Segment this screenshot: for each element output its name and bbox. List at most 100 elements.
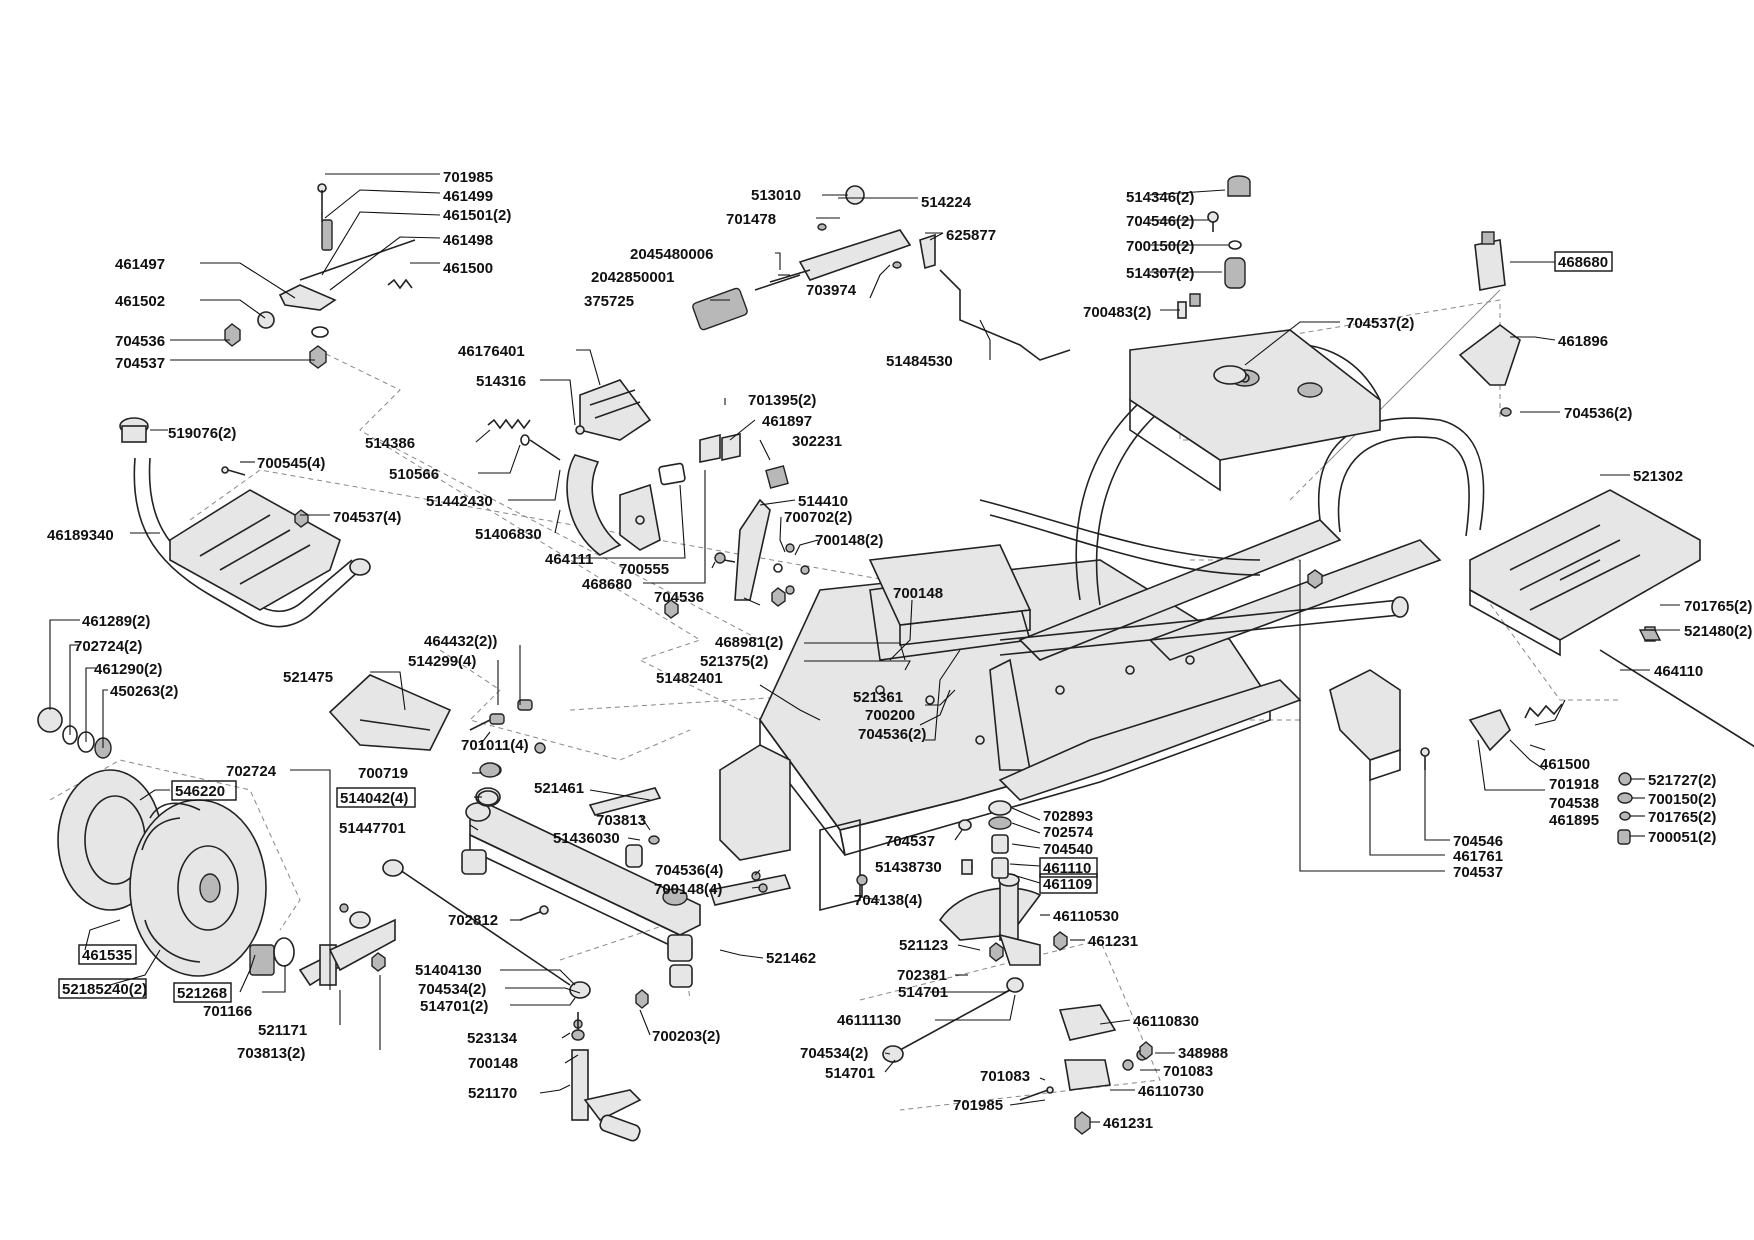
part-label: 461109: [1043, 876, 1092, 893]
part-label: 702574: [1043, 824, 1094, 841]
part-label: 704538: [1549, 795, 1599, 812]
part-label: 701765(2): [1684, 598, 1752, 615]
part-label: 521302: [1633, 468, 1683, 485]
part-label: 700148: [893, 585, 943, 602]
part-label: 461497: [115, 256, 165, 273]
part-label: 464110: [1654, 663, 1703, 680]
part-label: 701478: [726, 211, 776, 228]
part-label: 464432(2)): [424, 633, 497, 650]
part-label: 701985: [443, 169, 493, 186]
part-label: 46189340: [47, 527, 114, 544]
part-label: 700203(2): [652, 1028, 720, 1045]
part-label: 700719: [358, 765, 408, 782]
part-label: 521170: [468, 1085, 517, 1102]
part-label: 700148: [468, 1055, 518, 1072]
part-label: 514346(2): [1126, 189, 1194, 206]
part-label: 700483(2): [1083, 304, 1151, 321]
part-label: 700702(2): [784, 509, 852, 526]
highlight-boxes: [58, 251, 1613, 1003]
part-label: 52185240(2): [62, 981, 147, 998]
part-label: 704537: [1453, 864, 1503, 881]
part-label: 701011(4): [461, 737, 529, 754]
part-label: 701083: [980, 1068, 1030, 1085]
part-label: 348988: [1178, 1045, 1228, 1062]
pedal-arm-51406830: [566, 454, 661, 556]
part-label: 510566: [389, 466, 439, 483]
part-label: 461500: [1540, 756, 1590, 773]
part-label: 461498: [443, 232, 493, 249]
part-label: 46110530: [1053, 908, 1119, 925]
part-label: 514316: [476, 373, 526, 390]
part-label: 701395(2): [748, 392, 816, 409]
part-label: 468680: [582, 576, 632, 593]
part-label: 521462: [766, 950, 816, 967]
part-label: 704546: [1453, 833, 1503, 850]
part-label: 461110: [1043, 860, 1091, 877]
pedal-46176401: [575, 379, 652, 441]
part-label: 702812: [448, 912, 498, 929]
part-label: 461502: [115, 293, 165, 310]
part-label: 302231: [792, 433, 842, 450]
spindle-521170: [571, 1029, 642, 1142]
part-label: 704534(2): [418, 981, 486, 998]
part-label: 703813: [596, 812, 646, 829]
part-label: 521171: [258, 1022, 307, 1039]
front-wheel-assembly: [37, 707, 295, 977]
part-label: 704138(4): [854, 892, 922, 909]
part-label: 703813(2): [237, 1045, 305, 1062]
part-label: 704536(4): [655, 862, 723, 879]
part-label: 546220: [175, 783, 225, 800]
part-label: 700148(2): [815, 532, 883, 549]
part-label: 700051(2): [1648, 829, 1716, 846]
part-label: 521480(2): [1684, 623, 1752, 640]
steering-links: [1058, 1004, 1117, 1091]
part-label: 461897: [762, 413, 812, 430]
part-label: 461231: [1103, 1115, 1153, 1132]
pin-51442430: [520, 434, 561, 461]
part-label: 450263(2): [110, 683, 178, 700]
part-label: 2042850001: [591, 269, 674, 286]
lever-514224: [692, 185, 1071, 361]
part-label: 51436030: [553, 830, 620, 847]
part-label: 704536: [654, 589, 704, 606]
part-label: 51482401: [656, 670, 723, 687]
part-label: 702724: [226, 763, 277, 780]
part-label: 521461: [534, 780, 584, 797]
heat-shield-521475: [328, 674, 452, 751]
bracket-514410: [734, 498, 771, 601]
part-label: 461501(2): [443, 207, 511, 224]
part-label: 521268: [177, 985, 227, 1002]
part-label: 514307(2): [1126, 265, 1194, 282]
part-label: 375725: [584, 293, 634, 310]
leader-lines: [49, 173, 1680, 1123]
part-label: 461499: [443, 188, 493, 205]
part-label: 702893: [1043, 808, 1093, 825]
part-label: 704546(2): [1126, 213, 1194, 230]
part-label: 701166: [203, 1003, 252, 1020]
part-label: 514410: [798, 493, 848, 510]
part-label: 700148(4): [654, 881, 722, 898]
part-label: 521727(2): [1648, 772, 1716, 789]
right-pedal-bracket-461761: [1329, 669, 1401, 782]
part-label: 461500: [443, 260, 493, 277]
spring-514386: [487, 418, 531, 430]
tie-rod-51404130: [382, 859, 591, 999]
part-label: 700200: [865, 707, 915, 724]
bracket-461896: [1458, 324, 1521, 417]
part-label: 704537(2): [1346, 315, 1414, 332]
part-label: 521475: [283, 669, 333, 686]
part-label: 514386: [365, 435, 415, 452]
plate-521302: [1469, 489, 1701, 657]
part-label: 704537: [115, 355, 165, 372]
part-label: 514042(4): [340, 790, 408, 807]
part-label: 701985: [953, 1097, 1003, 1114]
bracket-521461: [588, 787, 792, 906]
part-label: 514701: [825, 1065, 875, 1082]
part-label: 51438730: [875, 859, 942, 876]
part-label: 521375(2): [700, 653, 768, 670]
part-label: 513010: [751, 187, 801, 204]
part-label: 700545(4): [257, 455, 325, 472]
part-label: 46176401: [458, 343, 525, 360]
part-label: 700150(2): [1126, 238, 1194, 255]
